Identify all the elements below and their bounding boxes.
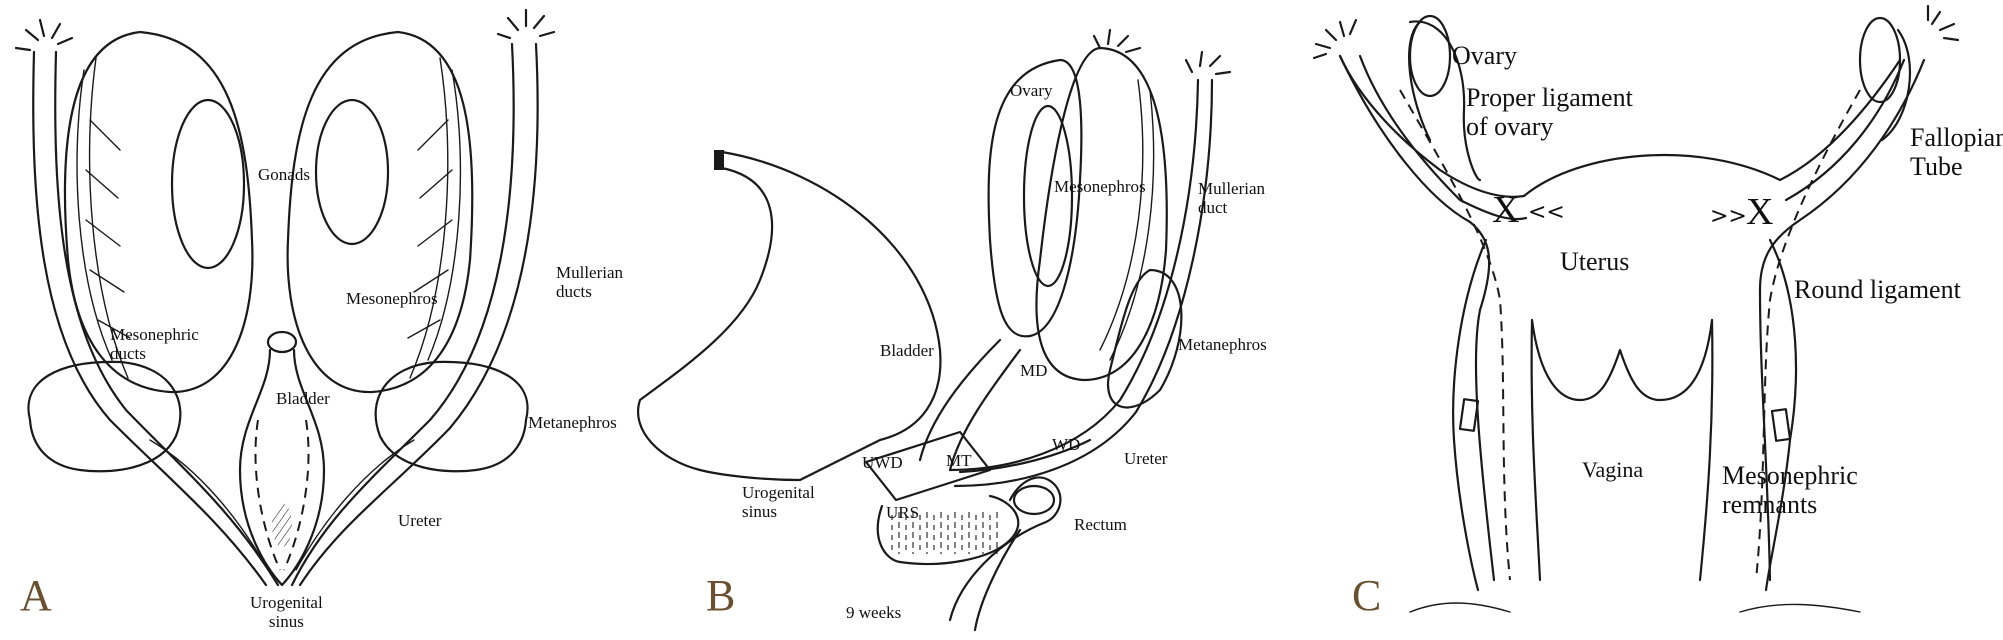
label-urogenital-sinus-a-line1: Urogenital xyxy=(250,593,323,612)
label-round-ligament: Round ligament xyxy=(1794,275,1961,304)
ovary-mesonephros-b-shape xyxy=(987,28,1168,382)
panel-a-drawing xyxy=(14,8,556,587)
label-ureter-b: Ureter xyxy=(1124,449,1168,468)
label-proper-ligament: Proper ligament of ovary xyxy=(1466,83,1633,141)
label-mesonephric-remnants-line2: remnants xyxy=(1722,489,1818,519)
label-fallopian-tube: Fallopian Tube xyxy=(1910,123,2003,181)
label-mesonephros-a: Mesonephros xyxy=(346,289,438,308)
right-gonad-shape xyxy=(314,98,390,246)
label-mt: MT xyxy=(946,451,972,470)
arrow-left: << xyxy=(1528,200,1565,225)
label-urogenital-sinus-b-line2: sinus xyxy=(742,501,777,521)
label-wd: WD xyxy=(1052,435,1081,454)
uterus-tubes-c-shape xyxy=(1338,54,1902,221)
right-mullerian-duct-shape xyxy=(290,8,556,587)
label-nine-weeks: 9 weeks xyxy=(846,603,902,622)
label-urogenital-sinus-a-line2: sinus xyxy=(268,611,304,631)
label-fallopian-tube-line2: Tube xyxy=(1910,151,1963,181)
label-mullerian-duct-b: Mullerian duct xyxy=(1198,179,1266,217)
label-urs: URS xyxy=(886,503,920,522)
label-ovary-b: Ovary xyxy=(1010,81,1053,100)
label-mullerian-duct-line1: Mullerian xyxy=(1198,179,1266,198)
left-mesonephros-shape xyxy=(63,30,254,394)
label-ovary-c: Ovary xyxy=(1452,41,1517,70)
panel-b-drawing xyxy=(637,28,1232,632)
label-mullerian-duct-line2: duct xyxy=(1198,197,1228,217)
label-fallopian-tube-line1: Fallopian xyxy=(1910,123,2003,152)
label-urogenital-sinus-b-line1: Urogenital xyxy=(742,483,815,502)
metanephros-b-shape xyxy=(1107,268,1183,409)
right-mesonephros-shape xyxy=(286,30,474,394)
x-mark-right: X xyxy=(1746,191,1774,233)
label-mesonephric-ducts-a: Mesonephric ducts xyxy=(110,325,199,363)
ureters-shape xyxy=(149,439,415,571)
label-md: MD xyxy=(1020,361,1048,380)
mesonephric-remnants-c-shape xyxy=(1399,89,1861,581)
ducts-b-shape xyxy=(918,338,1092,474)
x-mark-left: X xyxy=(1492,189,1520,231)
label-gonads: Gonads xyxy=(258,165,310,184)
label-mesonephric-remnants-line1: Mesonephric xyxy=(1722,461,1858,490)
left-mullerian-duct-shape xyxy=(14,18,280,587)
right-ovary-c-shape xyxy=(1858,4,1960,142)
label-bladder-a: Bladder xyxy=(276,389,330,408)
label-vagina: Vagina xyxy=(1582,457,1644,482)
panel-letter-a: A xyxy=(20,571,52,620)
urogenital-sinus-b-shape xyxy=(864,430,992,502)
label-uwd: UWD xyxy=(862,453,903,472)
label-mullerian-ducts-line1: Mullerian xyxy=(556,263,624,282)
label-uterus: Uterus xyxy=(1560,247,1630,276)
cervix-vagina-c-shape xyxy=(1530,318,1714,582)
rectum-b-shape xyxy=(948,476,1062,632)
label-metanephros-a: Metanephros xyxy=(528,413,617,432)
bladder-shape xyxy=(238,330,326,587)
label-mesonephric-ducts-line1: Mesonephric xyxy=(110,325,199,344)
panel-letter-c: C xyxy=(1352,571,1382,620)
label-urogenital-sinus-b: Urogenital sinus xyxy=(742,483,815,521)
mullerian-duct-b-shape xyxy=(948,78,1214,488)
label-mullerian-ducts-a: Mullerian ducts xyxy=(556,263,624,301)
panel-c-drawing xyxy=(1312,4,1960,613)
metanephros-lobes-shape xyxy=(27,360,529,473)
label-mullerian-ducts-line2: ducts xyxy=(556,281,592,301)
label-rectum: Rectum xyxy=(1074,515,1127,534)
label-proper-ligament-line1: Proper ligament xyxy=(1466,83,1633,112)
label-urogenital-sinus-a: Urogenital sinus xyxy=(250,593,323,631)
bladder-b-shape xyxy=(637,150,942,482)
label-metanephros-b: Metanephros xyxy=(1178,335,1267,354)
label-ureter-a: Ureter xyxy=(398,511,442,530)
label-bladder-b: Bladder xyxy=(880,341,934,360)
label-mesonephros-b: Mesonephros xyxy=(1054,177,1146,196)
left-ovary-c-shape xyxy=(1312,14,1482,182)
arrow-right: >> xyxy=(1710,204,1747,229)
label-mesonephric-ducts-line2: ducts xyxy=(110,343,146,363)
label-mesonephric-remnants: Mesonephric remnants xyxy=(1722,461,1858,519)
panel-letter-b: B xyxy=(706,571,736,620)
label-proper-ligament-line2: of ovary xyxy=(1466,111,1554,141)
left-gonad-shape xyxy=(170,98,246,270)
